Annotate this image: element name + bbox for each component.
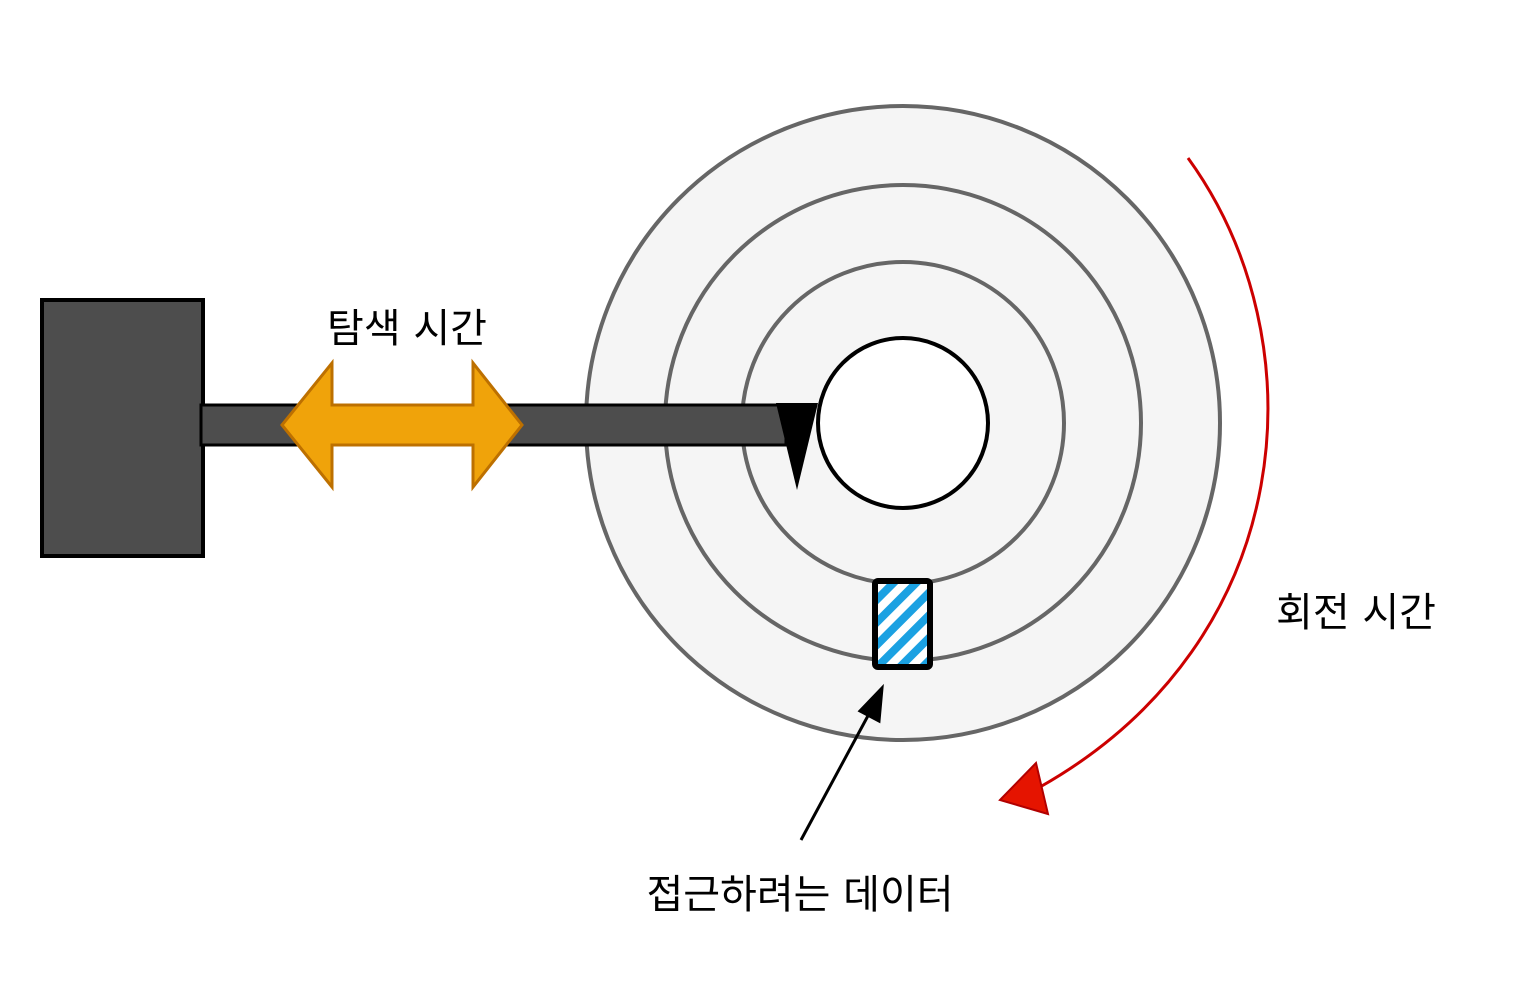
target-data-block [872, 578, 933, 670]
rotation-arrow-icon [998, 157, 1270, 816]
pointer-arrow-icon [799, 683, 884, 841]
rotation-time-label: 회전 시간 [1276, 590, 1436, 636]
actuator-block [40, 298, 205, 558]
disk-platter [584, 104, 1222, 742]
spindle-hole [816, 336, 990, 510]
read-write-head [776, 403, 818, 490]
seek-time-label: 탐색 시간 [327, 306, 487, 352]
target-data-label: 접근하려는 데이터 [646, 872, 953, 918]
seek-arrow-icon [280, 358, 524, 492]
